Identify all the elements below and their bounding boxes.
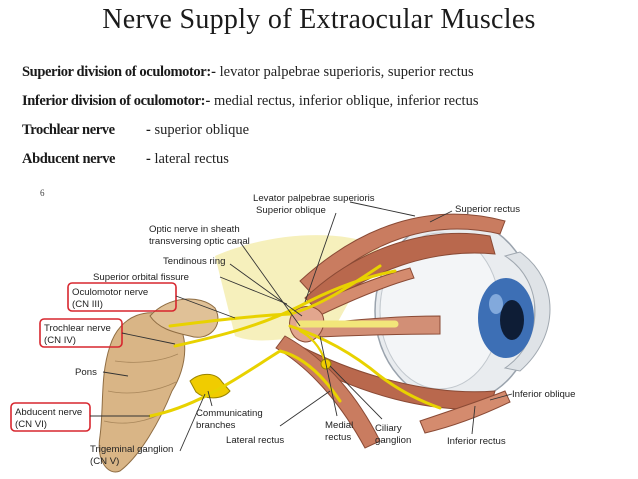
label-inferior-rectus: Inferior rectus bbox=[447, 436, 506, 447]
label-superior-orbital-fissure: Superior orbital fissure bbox=[93, 272, 189, 283]
label-trigeminal-1: Trigeminal ganglion bbox=[90, 444, 173, 455]
trochlear-nerve bbox=[173, 269, 397, 348]
label-oculomotor-1: Oculomotor nerve bbox=[72, 287, 148, 298]
row-description: medial rectus, inferior oblique, inferio… bbox=[210, 93, 479, 109]
diagram-labels: Levator palpebrae superioris Superior ob… bbox=[15, 193, 575, 467]
label-tendinous-ring: Tendinous ring bbox=[163, 256, 225, 267]
inferior-oblique-muscle bbox=[419, 390, 511, 434]
row-description: levator palpebrae superioris, superior r… bbox=[215, 64, 474, 80]
abducent-nerve bbox=[148, 349, 342, 418]
label-inferior-oblique: Inferior oblique bbox=[512, 389, 575, 400]
label-levator: Levator palpebrae superioris bbox=[253, 193, 375, 204]
abducent-highlight bbox=[10, 402, 91, 432]
row-description: superior oblique bbox=[154, 122, 250, 138]
row-separator: :- bbox=[206, 64, 216, 80]
row-abducent: Abducent nerve - lateral rectus bbox=[22, 151, 622, 173]
label-abducent-2: (CN VI) bbox=[15, 419, 47, 430]
leader-lines bbox=[90, 201, 513, 452]
label-medial-2: rectus bbox=[325, 432, 351, 443]
row-separator: - bbox=[146, 151, 155, 167]
label-superior-oblique: Superior oblique bbox=[256, 205, 326, 216]
orbit-diagram: Levator palpebrae superioris Superior ob… bbox=[10, 193, 575, 473]
row-separator: - bbox=[146, 122, 155, 138]
nerve-strands bbox=[148, 264, 442, 418]
row-separator: :- bbox=[200, 93, 211, 109]
row-inferior-division: Inferior division of oculomotor:- medial… bbox=[22, 93, 478, 115]
label-trochlear-2: (CN IV) bbox=[44, 335, 76, 346]
label-oculomotor-2: (CN III) bbox=[72, 299, 103, 310]
row-superior-division: Superior division of oculomotor:- levato… bbox=[22, 64, 474, 86]
label-ciliary-1: Ciliary bbox=[375, 423, 402, 434]
row-trochlear: Trochlear nerve - superior oblique bbox=[22, 122, 622, 144]
oculomotor-highlight bbox=[67, 282, 177, 312]
row-term: Trochlear nerve bbox=[22, 122, 115, 138]
label-pons: Pons bbox=[75, 367, 97, 378]
pupil bbox=[500, 300, 524, 340]
row-value: - superior oblique bbox=[146, 122, 249, 139]
label-trigeminal-2: (CN V) bbox=[90, 456, 119, 467]
label-superior-rectus: Superior rectus bbox=[455, 204, 520, 215]
label-optic-nerve-1: Optic nerve in sheath bbox=[149, 224, 240, 235]
superior-rectus-muscle bbox=[304, 233, 496, 312]
trigeminal-ganglion bbox=[189, 373, 231, 399]
label-ciliary-2: ganglion bbox=[375, 435, 411, 446]
label-optic-nerve-2: transversing optic canal bbox=[149, 236, 250, 247]
inferior-division bbox=[288, 324, 442, 410]
row-value: - lateral rectus bbox=[146, 151, 229, 168]
row-term: Inferior division of oculomotor bbox=[22, 93, 201, 109]
label-communicating-1: Communicating bbox=[196, 408, 263, 419]
slide-title: Nerve Supply of Extraocular Muscles bbox=[102, 4, 536, 35]
label-abducent-1: Abducent nerve bbox=[15, 407, 82, 418]
label-trochlear-1: Trochlear nerve bbox=[44, 323, 111, 334]
row-term: Abducent nerve bbox=[22, 151, 116, 167]
row-description: lateral rectus bbox=[154, 151, 229, 167]
row-term: Superior division of oculomotor bbox=[22, 64, 207, 80]
label-medial-1: Medial bbox=[325, 420, 353, 431]
label-lateral-rectus: Lateral rectus bbox=[226, 435, 284, 446]
label-communicating-2: branches bbox=[196, 420, 236, 431]
stray-mark: 6 bbox=[40, 188, 45, 198]
